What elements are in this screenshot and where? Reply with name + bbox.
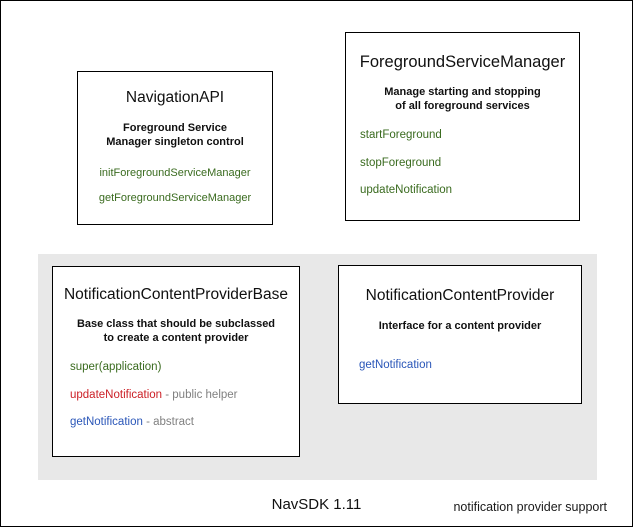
member-list-navigation-api: initForegroundServiceManager getForegrou… bbox=[78, 168, 272, 218]
class-box-navigation-api[interactable]: NavigationAPI Foreground Service Manager… bbox=[77, 71, 273, 225]
class-description-line: Foreground Service bbox=[123, 122, 227, 134]
member-name: super(application) bbox=[70, 361, 162, 374]
member-name: updateNotification bbox=[70, 388, 163, 401]
class-title-notification-content-provider: NotificationContentProvider bbox=[365, 287, 555, 304]
member-name: stopForeground bbox=[360, 156, 442, 169]
member-name: getForegroundServiceManager bbox=[98, 192, 252, 205]
class-box-foreground-service-manager[interactable]: ForegroundServiceManager Manage starting… bbox=[345, 32, 580, 221]
class-description-line: Manage starting and stopping bbox=[384, 86, 541, 98]
member-row[interactable]: stopForeground bbox=[360, 156, 442, 170]
member-note: - abstract bbox=[142, 416, 195, 429]
member-row[interactable]: updateNotification - public helper bbox=[70, 388, 238, 402]
class-title-notification-content-provider-base: NotificationContentProviderBase bbox=[63, 286, 288, 303]
member-row[interactable]: updateNotification bbox=[360, 184, 453, 197]
group-caption-notification-provider-support: notification provider support bbox=[453, 500, 607, 514]
member-row[interactable]: initForegroundServiceManager bbox=[99, 168, 250, 179]
member-row[interactable]: startForeground bbox=[360, 129, 442, 142]
member-note: - public helper bbox=[162, 388, 238, 401]
member-list-notification-content-provider-base: super(application) updateNotification - … bbox=[53, 361, 299, 445]
class-description-notification-content-provider: Interface for a content provider bbox=[339, 319, 581, 333]
class-title-foreground-service-manager: ForegroundServiceManager bbox=[359, 53, 566, 71]
class-description-notification-content-provider-base: Base class that should be subclassed to … bbox=[53, 317, 299, 345]
member-list-foreground-service-manager: startForeground stopForeground updateNot… bbox=[346, 129, 579, 213]
class-description-line: Base class that should be subclassed bbox=[76, 318, 276, 330]
class-description-line: Interface for a content provider bbox=[378, 320, 542, 332]
class-box-notification-content-provider-base[interactable]: NotificationContentProviderBase Base cla… bbox=[52, 266, 300, 457]
class-box-notification-content-provider[interactable]: NotificationContentProvider Interface fo… bbox=[338, 265, 582, 404]
member-row[interactable]: getNotification - abstract bbox=[70, 416, 195, 429]
class-description-line: to create a content provider bbox=[103, 332, 249, 345]
member-name: getNotification bbox=[359, 359, 432, 372]
class-description-line: Manager singleton control bbox=[106, 136, 244, 149]
class-description-foreground-service-manager: Manage starting and stopping of all fore… bbox=[346, 85, 579, 113]
member-row[interactable]: getNotification bbox=[359, 359, 432, 372]
member-name: getNotification bbox=[70, 416, 143, 429]
member-name: updateNotification bbox=[360, 184, 453, 197]
footer-version-label: NavSDK 1.11 bbox=[271, 496, 362, 513]
member-name: startForeground bbox=[360, 129, 442, 142]
member-row[interactable]: super(application) bbox=[70, 361, 162, 374]
class-description-line: of all foreground services bbox=[395, 100, 530, 113]
member-list-notification-content-provider: getNotification bbox=[339, 359, 581, 372]
member-row[interactable]: getForegroundServiceManager bbox=[99, 193, 251, 204]
class-title-navigation-api: NavigationAPI bbox=[125, 89, 225, 106]
member-name: initForegroundServiceManager bbox=[99, 167, 251, 180]
class-description-navigation-api: Foreground Service Manager singleton con… bbox=[78, 121, 272, 149]
